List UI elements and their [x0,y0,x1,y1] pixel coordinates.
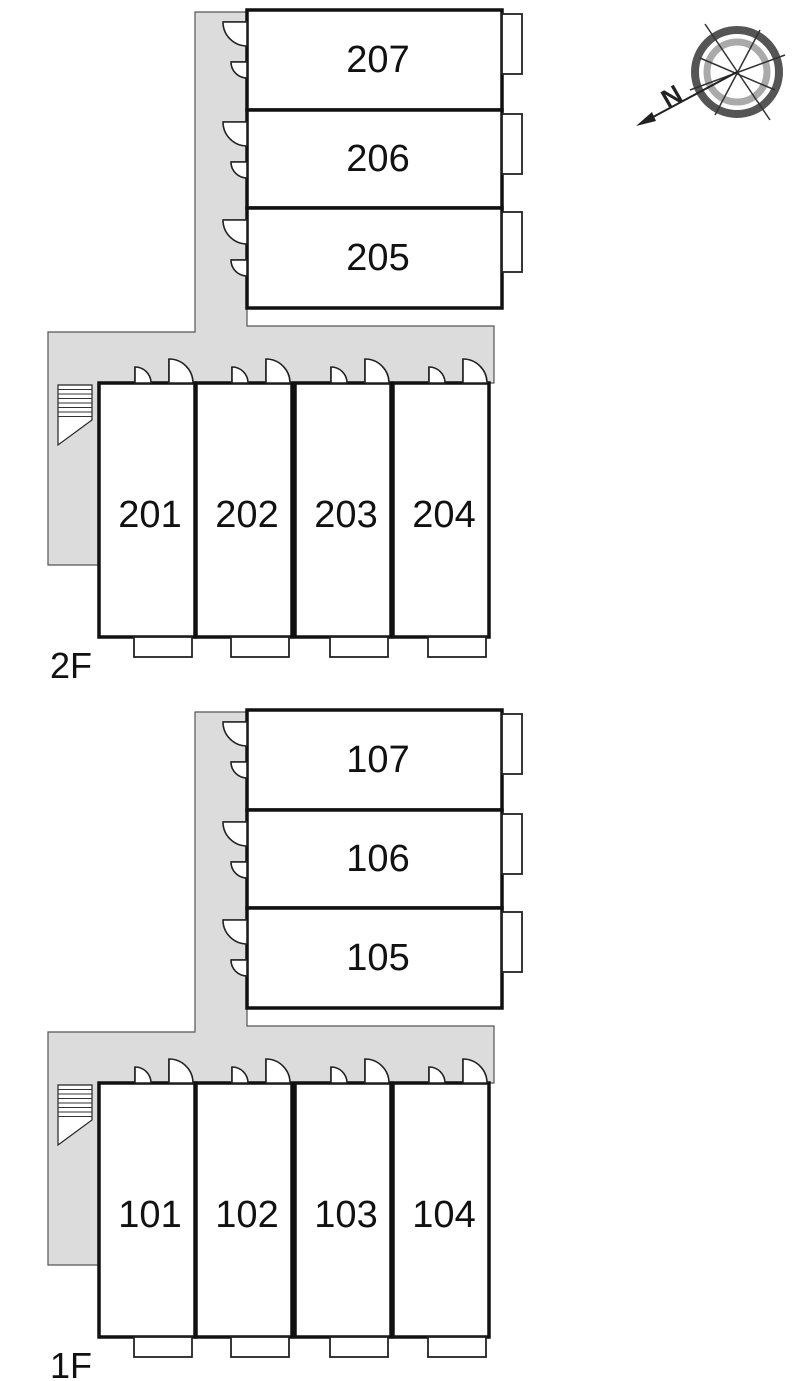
balcony [230,1336,290,1358]
room-107: 107 [222,708,523,812]
room-label-206: 206 [346,138,409,180]
staircase [57,1084,93,1147]
balcony [501,911,523,973]
room-207: 207 [222,8,523,112]
balcony [329,1336,389,1358]
room-106: 106 [222,808,523,910]
compass-rose: N [636,23,786,126]
balcony [133,636,193,658]
staircase [57,384,93,447]
door-icon [231,366,249,384]
door-icon [364,1058,390,1084]
floor-2f: 207 206 205 201 202 203 204 [47,8,523,658]
door-icon [231,1066,249,1084]
door-icon [168,358,194,384]
balcony [427,636,487,658]
balcony [133,1336,193,1358]
door-icon [230,61,248,79]
door-icon [134,366,152,384]
door-icon [230,161,248,179]
room-label-202: 202 [215,494,278,536]
room-201: 201 [97,358,197,658]
room-label-103: 103 [314,1194,377,1236]
room-label-104: 104 [412,1194,475,1236]
room-label-205: 205 [346,237,409,279]
room-101: 101 [97,1058,197,1358]
floor-1f: 107 106 105 101 102 103 104 [47,708,523,1358]
balcony [230,636,290,658]
door-icon [230,761,248,779]
balcony [501,13,523,75]
door-icon [330,1066,348,1084]
room-103: 103 [293,1058,393,1358]
balcony [501,813,523,875]
door-icon [428,1066,446,1084]
balcony [427,1336,487,1358]
balcony [501,211,523,273]
floor-label-1f: 1F [50,1345,92,1381]
door-icon [364,358,390,384]
room-205: 205 [222,206,523,310]
door-icon [222,21,248,47]
door-icon [265,358,291,384]
room-104: 104 [391,1058,491,1358]
door-icon [330,366,348,384]
balcony [329,636,389,658]
door-icon [168,1058,194,1084]
door-icon [230,861,248,879]
room-label-201: 201 [118,494,181,536]
compass-north-label: N [656,79,687,114]
balcony [501,713,523,775]
door-icon [230,259,248,277]
room-label-207: 207 [346,39,409,81]
door-icon [222,919,248,945]
floor-label-2f: 2F [50,645,92,686]
room-202: 202 [194,358,294,658]
room-label-102: 102 [215,1194,278,1236]
room-label-106: 106 [346,838,409,880]
room-203: 203 [293,358,393,658]
door-icon [222,121,248,147]
room-label-107: 107 [346,739,409,781]
room-label-204: 204 [412,494,475,536]
room-102: 102 [194,1058,294,1358]
room-label-101: 101 [118,1194,181,1236]
door-icon [134,1066,152,1084]
room-label-105: 105 [346,937,409,979]
door-icon [462,1058,488,1084]
door-icon [222,821,248,847]
room-204: 204 [391,358,491,658]
door-icon [222,219,248,245]
balcony [501,113,523,175]
door-icon [230,959,248,977]
door-icon [222,721,248,747]
room-206: 206 [222,108,523,210]
door-icon [462,358,488,384]
door-icon [265,1058,291,1084]
room-label-203: 203 [314,494,377,536]
room-105: 105 [222,906,523,1010]
door-icon [428,366,446,384]
